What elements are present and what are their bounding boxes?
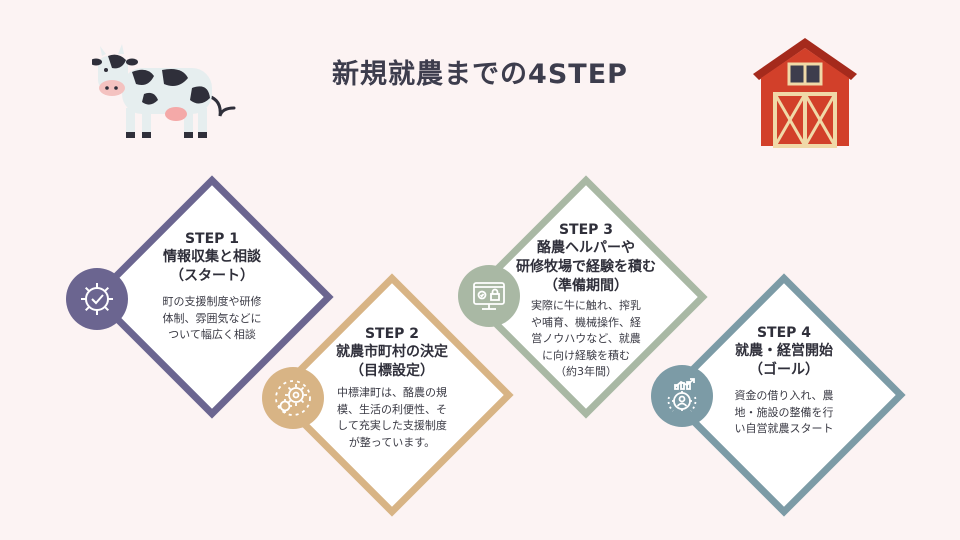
step-2-desc-line: 中標津町は、酪農の規 (337, 386, 447, 399)
step-3-name-line: （準備期間） (544, 278, 628, 294)
step-3-badge (458, 265, 520, 327)
step-1-name-line: 情報収集と相談 (163, 249, 261, 265)
step-1-desc-line: ついて幅広く相談 (168, 328, 256, 341)
step-4-desc-line: 地・施設の整備を行 (734, 405, 834, 419)
step-2-desc-line: して充実した支援制度 (337, 419, 447, 432)
barn-icon (753, 38, 857, 148)
step-2-description: 中標津町は、酪農の規 模、生活の利便性、そ して充実した支援制度 が整っています… (302, 385, 482, 451)
step-3-desc-line: （約3年間） (555, 365, 617, 378)
step-4-desc-line: 資金の借り入れ、農 (734, 389, 834, 402)
step-1-label: STEP 1 (184, 231, 240, 247)
step-3-label: STEP 3 (558, 222, 614, 238)
step-2-label: STEP 2 (364, 326, 420, 342)
step-1-description: 町の支援制度や研修 体制、雰囲気などに ついて幅広く相談 (122, 294, 302, 344)
step-4-name-line: 就農・経営開始 (735, 343, 833, 359)
step-4-name-line: （ゴール） (749, 362, 819, 378)
step-1-text: STEP 1 情報収集と相談 （スタート） 町の支援制度や研修 体制、雰囲気など… (122, 230, 302, 344)
growth-gear-icon (667, 378, 697, 412)
monitor-lock-icon (473, 282, 505, 310)
step-2-desc-line: 模、生活の利便性、そ (337, 402, 447, 416)
step-1-badge (66, 268, 128, 330)
step-2-badge (262, 367, 324, 429)
step-2-name-line: （目標設定） (350, 363, 434, 379)
step-1-desc-line: 体制、雰囲気などに (162, 311, 262, 325)
step-3-name-line: 研修牧場で経験を積む (516, 259, 656, 275)
step-3-name-line: 酪農ヘルパーや (537, 240, 635, 256)
step-3-description: 実際に牛に触れ、搾乳 や哺育、機械操作、経 営ノウハウなど、就農 に向け経験を積… (496, 298, 676, 381)
step-1-desc-line: 町の支援制度や研修 (162, 295, 262, 308)
step-3-text: STEP 3 酪農ヘルパーや 研修牧場で経験を積む （準備期間） 実際に牛に触れ… (496, 221, 676, 381)
step-2-desc-line: が整っています。 (348, 435, 436, 449)
step-3-desc-line: や哺育、機械操作、経 (531, 315, 641, 329)
step-1-name-line: （スタート） (170, 268, 254, 284)
page-title: 新規就農までの4STEP (332, 59, 628, 90)
step-4-badge (651, 365, 713, 427)
step-4-description: 資金の借り入れ、農 地・施設の整備を行 い自営就農スタート (694, 388, 874, 438)
step-3-desc-line: 実際に牛に触れ、搾乳 (530, 299, 642, 312)
gears-icon (275, 380, 311, 416)
cow-icon (92, 44, 236, 138)
step-3-desc-line: 営ノウハウなど、就農 (531, 332, 641, 345)
step-2-name-line: 就農市町村の決定 (336, 344, 448, 360)
step-4-text: STEP 4 就農・経営開始 （ゴール） 資金の借り入れ、農 地・施設の整備を行… (694, 324, 874, 438)
step-3-desc-line: に向け経験を積む (542, 348, 630, 362)
step-4-label: STEP 4 (756, 325, 812, 341)
gear-check-icon (81, 283, 113, 315)
step-4-desc-line: い自営就農スタート (734, 422, 834, 435)
step-2-text: STEP 2 就農市町村の決定 （目標設定） 中標津町は、酪農の規 模、生活の利… (302, 325, 482, 451)
